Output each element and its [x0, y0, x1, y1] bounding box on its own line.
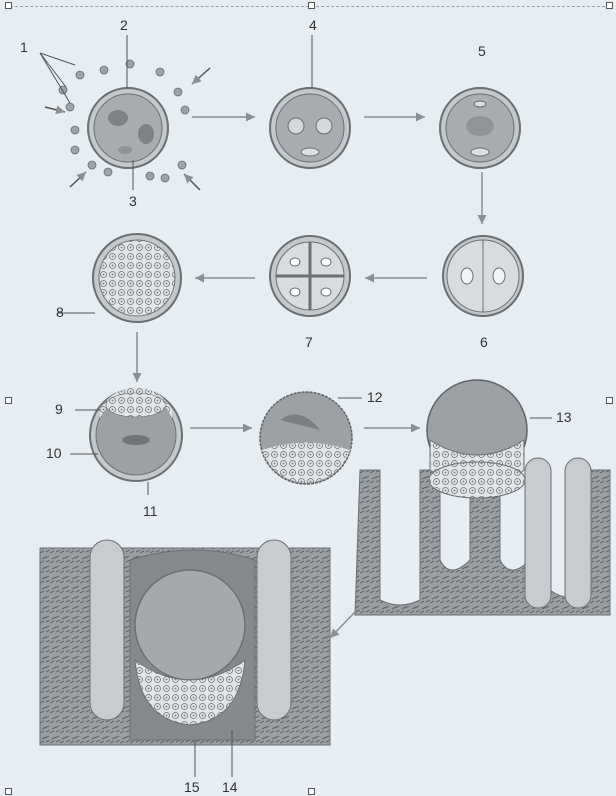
- label-4: 4: [309, 18, 317, 32]
- stage-two-cell: [443, 236, 523, 316]
- label-2: 2: [120, 18, 128, 32]
- label-8: 8: [56, 305, 64, 319]
- stage-pronuclei-fusion: [440, 88, 520, 168]
- label-15: 15: [184, 780, 200, 794]
- label-1: 1: [20, 40, 28, 54]
- label-13: 13: [556, 410, 572, 424]
- stage-fertilization: [40, 35, 210, 190]
- label-5: 5: [478, 44, 486, 58]
- stage-early-blastocyst: [70, 387, 182, 495]
- stage-two-pronuclei: [270, 35, 350, 168]
- label-6: 6: [480, 335, 488, 349]
- stage-morula: [58, 234, 181, 322]
- label-9: 9: [55, 402, 63, 416]
- label-11: 11: [143, 504, 158, 518]
- stage-four-cell: [270, 236, 350, 316]
- label-7: 7: [305, 335, 313, 349]
- label-14: 14: [222, 780, 238, 794]
- label-10: 10: [46, 446, 62, 460]
- label-3: 3: [129, 194, 137, 208]
- stage-blastocyst: [260, 392, 362, 484]
- stage-implanted-embryo: [40, 540, 330, 777]
- label-12: 12: [367, 390, 383, 404]
